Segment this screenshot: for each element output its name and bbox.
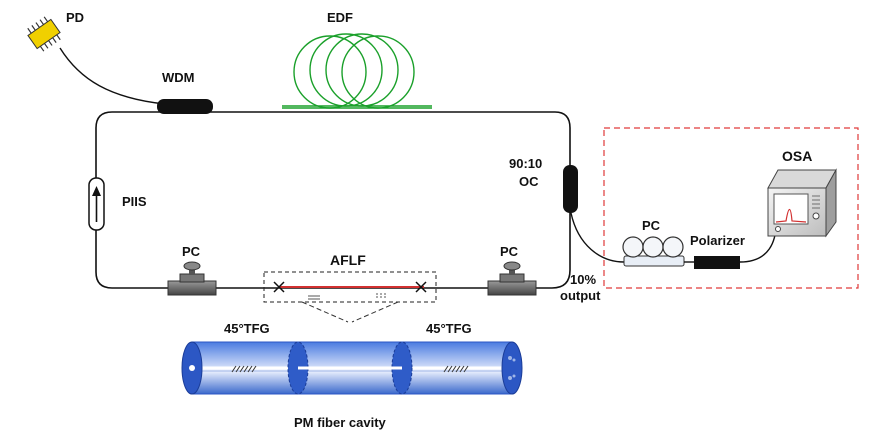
tfg-right-label: 45°TFG [426,321,472,336]
photodetector-icon [27,16,61,52]
fiber-coil-icon [282,33,432,109]
output-pct-label: 10% [570,272,596,287]
pc-left-label: PC [182,244,201,259]
aflf-label: AFLF [330,252,366,268]
tfg-left-label: 45°TFG [224,321,270,336]
pc-right-label: PC [500,244,519,259]
aflf-box [263,271,437,303]
polarizer-label: Polarizer [690,233,745,248]
splice-point-icon [273,281,427,293]
spectrum-analyzer-icon [767,168,837,238]
osa-label: OSA [782,148,812,164]
polarizer-icon [694,256,740,269]
pd-fiber [59,47,166,105]
output-label: output [560,288,601,303]
coupler-icon [563,165,578,213]
fiber-cylinder-icon [181,341,523,395]
oc-ratio-label: 90:10 [509,156,542,171]
cavity-label: PM fiber cavity [294,415,387,430]
ring-fiber [95,111,571,289]
isolator-icon [88,177,105,231]
wdm-label: WDM [162,70,195,85]
tfg-marker-icon [308,293,388,300]
oc-label: OC [519,174,539,189]
zoom-callout [301,301,399,323]
pd-label: PD [66,10,84,25]
edf-label: EDF [327,10,353,25]
pc-out-label: PC [642,218,661,233]
coupler-icon [157,99,213,114]
polarization-controller-icon [622,236,685,267]
polarization-controller-icon [167,261,217,296]
polarization-controller-icon [487,261,537,296]
measurement-box [603,127,859,289]
piis-label: PIIS [122,194,147,209]
output-fiber [570,212,625,263]
